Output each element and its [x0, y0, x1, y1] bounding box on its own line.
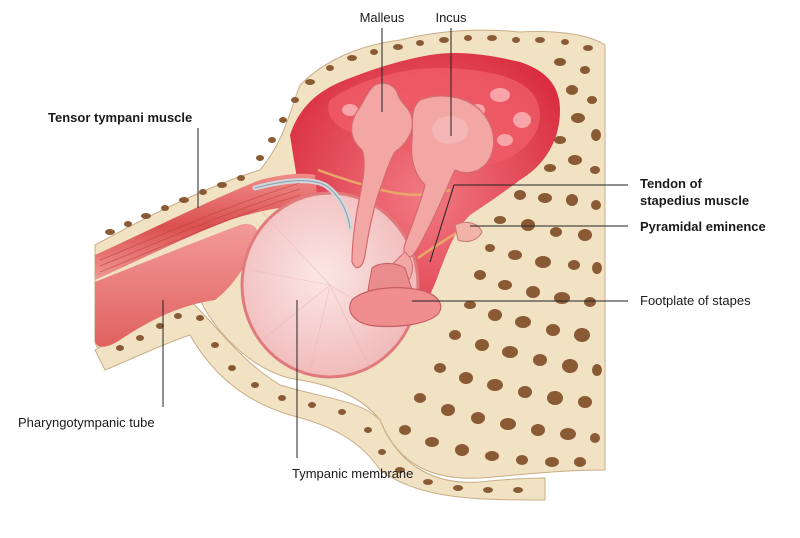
labels: Malleus Incus Tensor tympani muscle Tend…: [18, 10, 766, 481]
incus-body-highlight: [432, 116, 468, 144]
label-pharyngotympanic-tube: Pharyngotympanic tube: [18, 415, 155, 430]
tensor-tympani-canal: [95, 173, 318, 280]
malleus-shape: [351, 82, 414, 269]
nerve-strand-outline: [254, 180, 351, 229]
label-tendon-line1: Tendon of: [640, 176, 703, 191]
leader-lines: [162, 28, 628, 458]
label-pyramidal-eminence: Pyramidal eminence: [640, 219, 766, 234]
label-tympanic-membrane: Tympanic membrane: [292, 466, 413, 481]
bone-lower-shell: [94, 299, 546, 501]
label-malleus: Malleus: [360, 10, 405, 25]
footplate-shape: [349, 287, 442, 328]
stapedius-tendon: [417, 230, 459, 260]
muscle-fibres: [99, 182, 301, 273]
label-footplate-of-stapes: Footplate of stapes: [640, 293, 751, 308]
pharyngotympanic-tube-shape: [95, 224, 258, 347]
pyramidal-eminence-shape: [454, 221, 483, 243]
incus-shape: [403, 95, 495, 258]
bone-pores: [105, 35, 602, 493]
label-incus: Incus: [435, 10, 467, 25]
label-tendon-line2: stapedius muscle: [640, 193, 749, 208]
leader-tendon-stapedius-diag: [429, 184, 455, 263]
label-tensor-tympani: Tensor tympani muscle: [48, 110, 192, 125]
